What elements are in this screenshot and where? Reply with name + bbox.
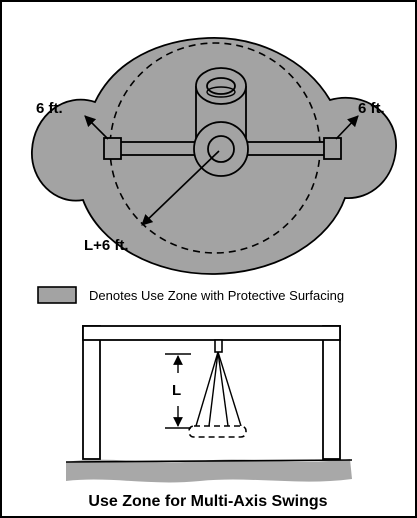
side-view: L xyxy=(65,325,353,483)
side-hanger xyxy=(214,339,223,353)
legend-swatch xyxy=(37,286,77,304)
right-post xyxy=(323,137,342,160)
side-tire-seat xyxy=(188,425,247,438)
legend: Denotes Use Zone with Protective Surfaci… xyxy=(37,286,344,304)
legend-text: Denotes Use Zone with Protective Surfaci… xyxy=(89,288,344,303)
length-label: L xyxy=(172,382,181,399)
diagram-caption: Use Zone for Multi-Axis Swings xyxy=(88,493,327,510)
side-top-beam xyxy=(82,325,341,341)
radius-arrow xyxy=(141,150,220,226)
side-left-post xyxy=(82,325,101,460)
left-post xyxy=(103,137,122,160)
right-clearance-label: 6 ft. xyxy=(358,100,385,117)
top-view: 6 ft. 6 ft. L+6 ft. xyxy=(31,37,397,275)
swing-seat-top xyxy=(195,67,247,149)
ground xyxy=(66,459,352,483)
left-clearance-arrow xyxy=(84,115,109,140)
left-clearance-label: 6 ft. xyxy=(36,100,63,117)
right-clearance-arrow xyxy=(335,115,359,140)
radius-label: L+6 ft. xyxy=(84,237,129,254)
side-right-post xyxy=(322,325,341,460)
